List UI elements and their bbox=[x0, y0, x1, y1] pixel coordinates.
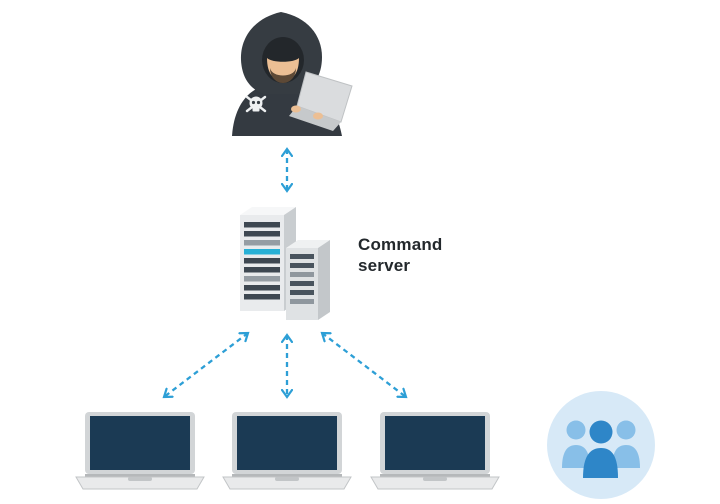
command-server-label: Command server bbox=[358, 234, 443, 276]
server-towers-icon bbox=[240, 207, 330, 320]
laptop-screen bbox=[237, 416, 337, 470]
hacker-beard bbox=[270, 68, 296, 83]
server-slots bbox=[244, 222, 280, 300]
user-back-right bbox=[612, 420, 640, 468]
laptop-screen bbox=[385, 416, 485, 470]
command-server-label-line1: Command bbox=[358, 235, 443, 254]
laptop-icon-1 bbox=[75, 412, 205, 490]
user-back-left bbox=[562, 420, 590, 468]
laptop-icon-2 bbox=[222, 412, 352, 490]
user-group-icon bbox=[547, 391, 655, 499]
skull-emblem-icon bbox=[245, 95, 267, 113]
dashed-arrows bbox=[164, 149, 406, 397]
arrow-server-laptop-3 bbox=[322, 333, 406, 397]
laptop-screen bbox=[90, 416, 190, 470]
laptop-icon-3 bbox=[370, 412, 500, 490]
server-accent-slot bbox=[244, 249, 280, 255]
hacker-laptop-icon bbox=[289, 71, 353, 131]
hooded-hacker-with-laptop-icon bbox=[232, 12, 353, 136]
command-server-label-line2: server bbox=[358, 256, 411, 275]
arrow-server-laptop-1 bbox=[164, 333, 248, 397]
user-front bbox=[583, 420, 618, 478]
server-slots-2 bbox=[290, 254, 314, 304]
